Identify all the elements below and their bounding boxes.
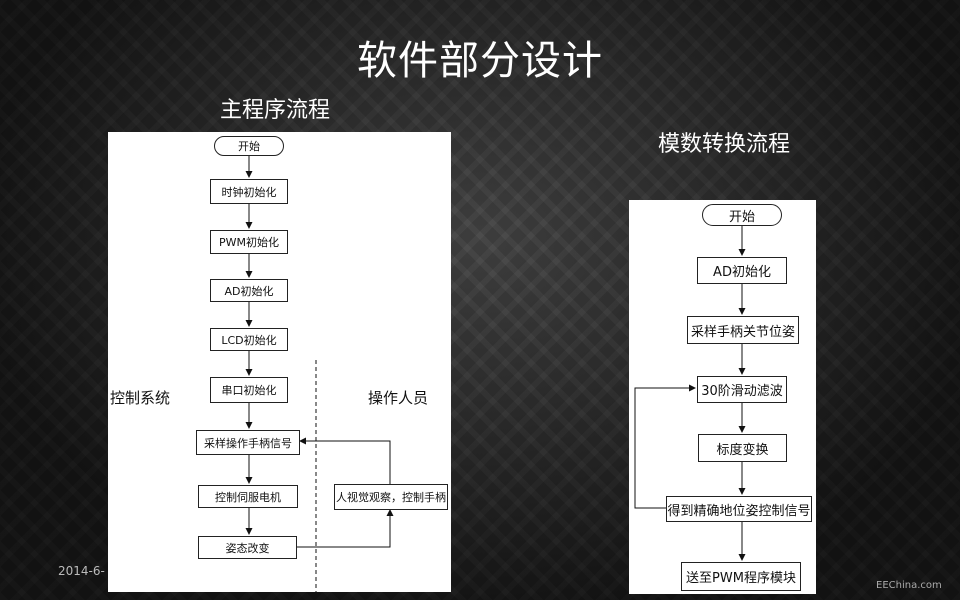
main-start-terminal: 开始	[214, 136, 284, 156]
ad-init-box: AD初始化	[210, 279, 288, 302]
clock-init-box: 时钟初始化	[210, 179, 288, 204]
control-servo-box: 控制伺服电机	[198, 485, 298, 508]
lane-label-control-system: 控制系统	[110, 389, 171, 407]
sample-joint-box: 采样手柄关节位姿	[687, 316, 799, 344]
pwm-init-box: PWM初始化	[210, 230, 288, 254]
scale-box: 标度变换	[698, 434, 787, 462]
posture-change-box: 姿态改变	[198, 536, 297, 559]
filter-box: 30阶滑动滤波	[697, 376, 787, 403]
get-signal-box: 得到精确地位姿控制信号	[666, 496, 812, 522]
ad-flowchart-panel: 开始 AD初始化 采样手柄关节位姿 30阶滑动滤波 标度变换 得到精确地位姿控制…	[629, 200, 816, 594]
lane-label-operator: 操作人员	[368, 389, 429, 407]
main-flow-title: 主程序流程	[220, 98, 331, 123]
send-pwm-box: 送至PWM程序模块	[681, 562, 801, 591]
ad-flowchart-connectors	[634, 226, 746, 561]
main-flowchart-panel: 开始 时钟初始化 PWM初始化 AD初始化 LCD初始化 串口初始化 采样操作手…	[108, 132, 451, 592]
lcd-init-box: LCD初始化	[210, 328, 288, 351]
watermark: EEChina.com	[876, 580, 942, 591]
ad-init-box-2: AD初始化	[697, 257, 787, 284]
slide-title: 软件部分设计	[357, 38, 603, 84]
main-flowchart-connectors	[245, 156, 394, 592]
operator-observe-box: 人视觉观察，控制手柄	[334, 484, 448, 510]
sample-handle-box: 采样操作手柄信号	[196, 430, 300, 455]
slide-date: 2014-6-	[58, 564, 105, 578]
ad-flow-title: 模数转换流程	[658, 132, 791, 157]
uart-init-box: 串口初始化	[210, 377, 288, 403]
ad-start-terminal: 开始	[702, 204, 782, 226]
